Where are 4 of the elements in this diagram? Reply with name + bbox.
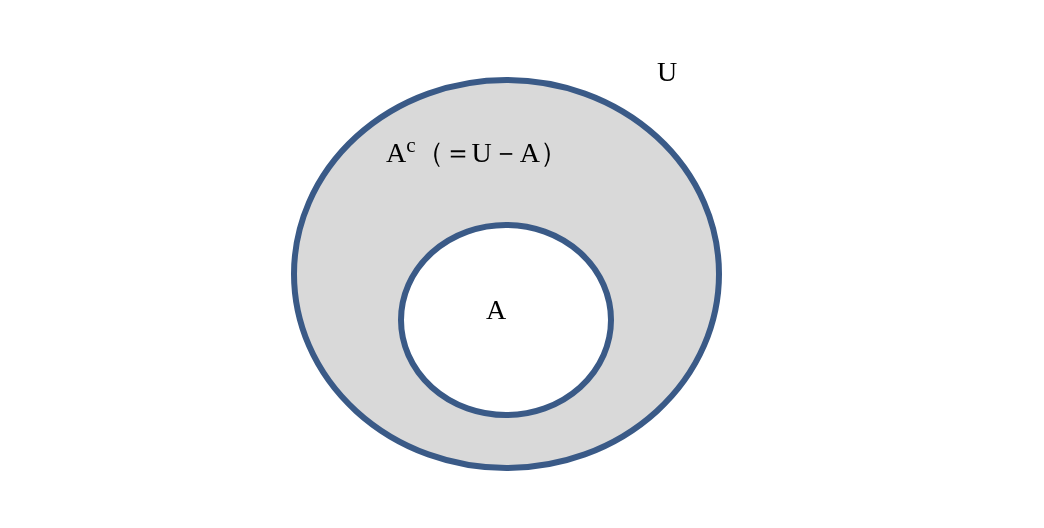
set-label: A bbox=[486, 296, 507, 324]
set-ellipse bbox=[398, 222, 614, 418]
set-label: A$^{c}$（＝U－A） bbox=[386, 139, 568, 167]
universe-label: U bbox=[657, 58, 678, 86]
